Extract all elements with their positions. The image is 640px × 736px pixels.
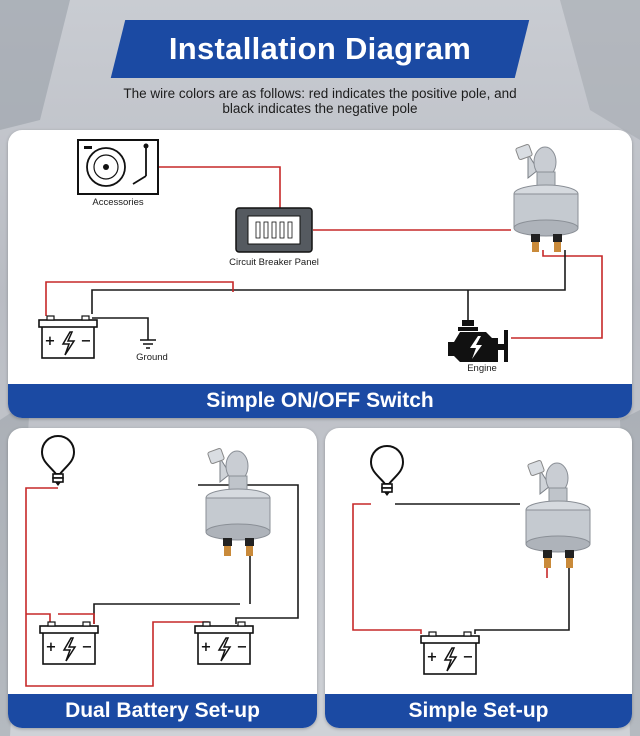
caption-simple-on-off: Simple ON/OFF Switch [8, 384, 632, 418]
battery-icon [39, 621, 99, 665]
battery-switch-icon [513, 143, 579, 253]
diagram-simple-setup: Simple Set-up [325, 428, 632, 728]
light-bulb-icon [41, 435, 75, 487]
battery-switch-icon [525, 459, 591, 569]
label-accessories: Accessories [92, 197, 144, 208]
wire-color-note-line2: black indicates the negative pole [222, 101, 418, 116]
light-bulb-icon [370, 445, 404, 497]
battery-switch-icon [205, 447, 271, 557]
circuit-breaker-icon [235, 207, 313, 253]
turntable-icon [77, 139, 159, 195]
wire-color-note-line1: The wire colors are as follows: red indi… [123, 86, 517, 101]
wiring [25, 484, 299, 687]
diagram-simple-on-off: Accessories Circuit Breaker Panel Ground… [8, 130, 632, 418]
label-circuit-breaker-panel: Circuit Breaker Panel [229, 257, 319, 268]
diagram-dual-battery: Dual Battery Set-up [8, 428, 317, 728]
ground-icon [140, 339, 156, 349]
battery-icon [194, 621, 254, 665]
wiring [352, 503, 570, 634]
engine-icon [448, 320, 508, 362]
caption-simple-setup: Simple Set-up [325, 694, 632, 728]
wiring [45, 166, 603, 340]
battery-icon [420, 631, 480, 675]
battery-icon [38, 315, 98, 359]
label-engine: Engine [467, 363, 497, 374]
page-title: Installation Diagram [168, 31, 472, 66]
label-ground: Ground [136, 352, 168, 363]
wire-color-note: The wire colors are as follows: red indi… [40, 86, 600, 116]
caption-dual-battery: Dual Battery Set-up [8, 694, 317, 728]
